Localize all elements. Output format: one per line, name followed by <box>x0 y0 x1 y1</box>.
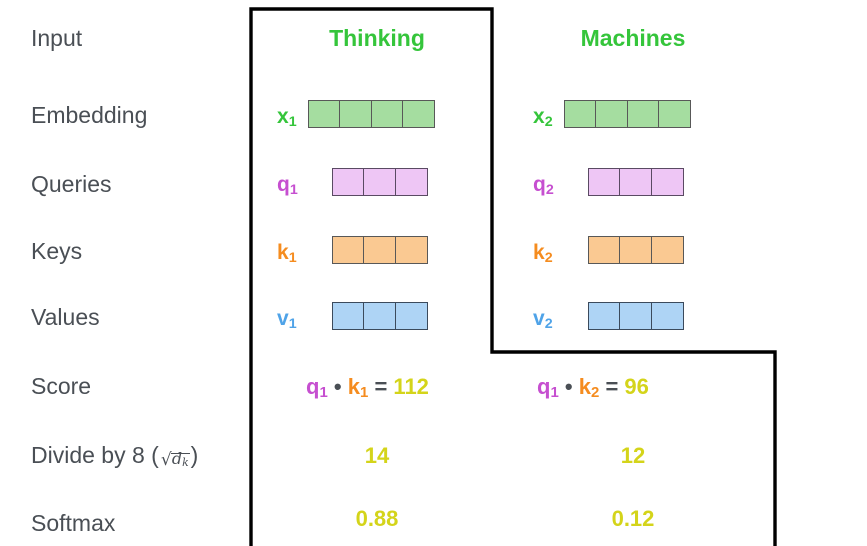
key-cell <box>332 236 365 264</box>
row-label-values: Values <box>31 304 100 330</box>
key-cell <box>650 236 684 264</box>
score-equals-sign: = <box>374 374 388 399</box>
row-label-keys: Keys <box>31 238 83 264</box>
score-expression-col1: q1 • k1 = 112 <box>306 374 429 402</box>
value-cell <box>332 302 365 330</box>
radical-sign-icon: √ <box>160 450 172 470</box>
key-cell <box>363 236 397 264</box>
query-cell <box>619 168 653 196</box>
key-label-k1-base: k <box>277 241 289 264</box>
embedding-cell <box>658 100 692 128</box>
score-q-sub: 1 <box>319 384 328 402</box>
divide-suffix-text: ) <box>190 442 199 468</box>
column-word-thinking: Thinking <box>329 25 425 51</box>
value-label-v2-sub: 2 <box>544 316 553 333</box>
score-k-base: k <box>347 374 360 399</box>
embedding-label-x1-base: x <box>277 105 289 128</box>
value-cell <box>394 302 428 330</box>
embedding-label-x2: x2 <box>533 105 553 131</box>
score-k-token: k2 <box>578 374 600 402</box>
score-expression-col2: q1 • k2 = 96 <box>537 374 649 402</box>
radical-bar <box>170 453 190 455</box>
query-label-q2-sub: 2 <box>545 182 554 199</box>
value-vector-v1 <box>332 302 428 330</box>
key-cell <box>394 236 428 264</box>
dot-product-icon: • <box>564 374 573 399</box>
query-label-q1-sub: 1 <box>289 182 298 199</box>
embedding-vector-x2 <box>564 100 692 128</box>
score-result-value: 96 <box>624 374 649 399</box>
score-q-sub: 1 <box>550 384 559 402</box>
score-k-token: k1 <box>347 374 369 402</box>
key-label-k2-sub: 2 <box>544 250 553 267</box>
query-cell <box>363 168 397 196</box>
query-label-q1-base: q <box>277 173 290 196</box>
score-q-base: q <box>306 374 320 399</box>
score-k-sub: 2 <box>590 384 600 402</box>
embedding-label-x2-sub: 2 <box>544 114 553 131</box>
embedding-vector-x1 <box>308 100 436 128</box>
value-cell <box>363 302 397 330</box>
radicand-d: d <box>171 449 183 468</box>
embedding-cell <box>339 100 373 128</box>
key-vector-k2 <box>588 236 684 264</box>
key-label-k1-sub: 1 <box>288 250 297 267</box>
row-label-score: Score <box>31 373 92 399</box>
divide-value-col2: 12 <box>620 443 646 468</box>
key-cell <box>588 236 621 264</box>
score-q-base: q <box>537 374 551 399</box>
value-label-v1-sub: 1 <box>288 316 297 333</box>
key-vector-k1 <box>332 236 428 264</box>
query-label-q1: q1 <box>277 173 298 199</box>
value-cell <box>619 302 653 330</box>
key-label-k2: k2 <box>533 241 553 267</box>
query-cell <box>394 168 428 196</box>
query-vector-q1 <box>332 168 428 196</box>
radicand-subscript-k: k <box>182 456 189 470</box>
sqrt-dk-math: √dk <box>160 449 190 470</box>
row-label-input: Input <box>31 25 83 51</box>
embedding-cell <box>402 100 436 128</box>
key-cell <box>619 236 653 264</box>
value-label-v1: v1 <box>277 307 297 333</box>
key-label-k1: k1 <box>277 241 297 267</box>
query-label-q2-base: q <box>533 173 546 196</box>
column-word-machines: Machines <box>580 25 686 51</box>
score-q-token: q1 <box>306 374 328 402</box>
divide-prefix-text: Divide by 8 ( <box>31 442 159 468</box>
dot-product-icon: • <box>333 374 342 399</box>
embedding-cell <box>564 100 597 128</box>
value-label-v2-base: v <box>533 307 545 330</box>
value-cell <box>588 302 621 330</box>
softmax-value-col2: 0.12 <box>611 506 655 531</box>
embedding-cell <box>308 100 341 128</box>
value-vector-v2 <box>588 302 684 330</box>
score-q-token: q1 <box>537 374 559 402</box>
embedding-label-x1: x1 <box>277 105 297 131</box>
divide-value-col1: 14 <box>364 443 390 468</box>
query-cell <box>588 168 621 196</box>
score-k-sub: 1 <box>359 384 369 402</box>
query-label-q2: q2 <box>533 173 554 199</box>
value-label-v1-base: v <box>277 307 289 330</box>
embedding-cell <box>626 100 660 128</box>
row-label-queries: Queries <box>31 171 112 197</box>
row-label-divide-by-8: Divide by 8 (√dk) <box>31 442 199 470</box>
key-label-k2-base: k <box>533 241 545 264</box>
score-result-value: 112 <box>393 374 429 399</box>
row-label-softmax: Softmax <box>31 510 116 536</box>
score-k-base: k <box>578 374 591 399</box>
query-vector-q2 <box>588 168 684 196</box>
row-label-embedding: Embedding <box>31 102 148 128</box>
embedding-cell <box>595 100 629 128</box>
score-equals-sign: = <box>605 374 619 399</box>
query-cell <box>650 168 684 196</box>
embedding-label-x1-sub: 1 <box>288 114 297 131</box>
embedding-cell <box>370 100 404 128</box>
embedding-label-x2-base: x <box>533 105 545 128</box>
query-cell <box>332 168 365 196</box>
value-label-v2: v2 <box>533 307 553 333</box>
value-cell <box>650 302 684 330</box>
softmax-value-col1: 0.88 <box>355 506 399 531</box>
